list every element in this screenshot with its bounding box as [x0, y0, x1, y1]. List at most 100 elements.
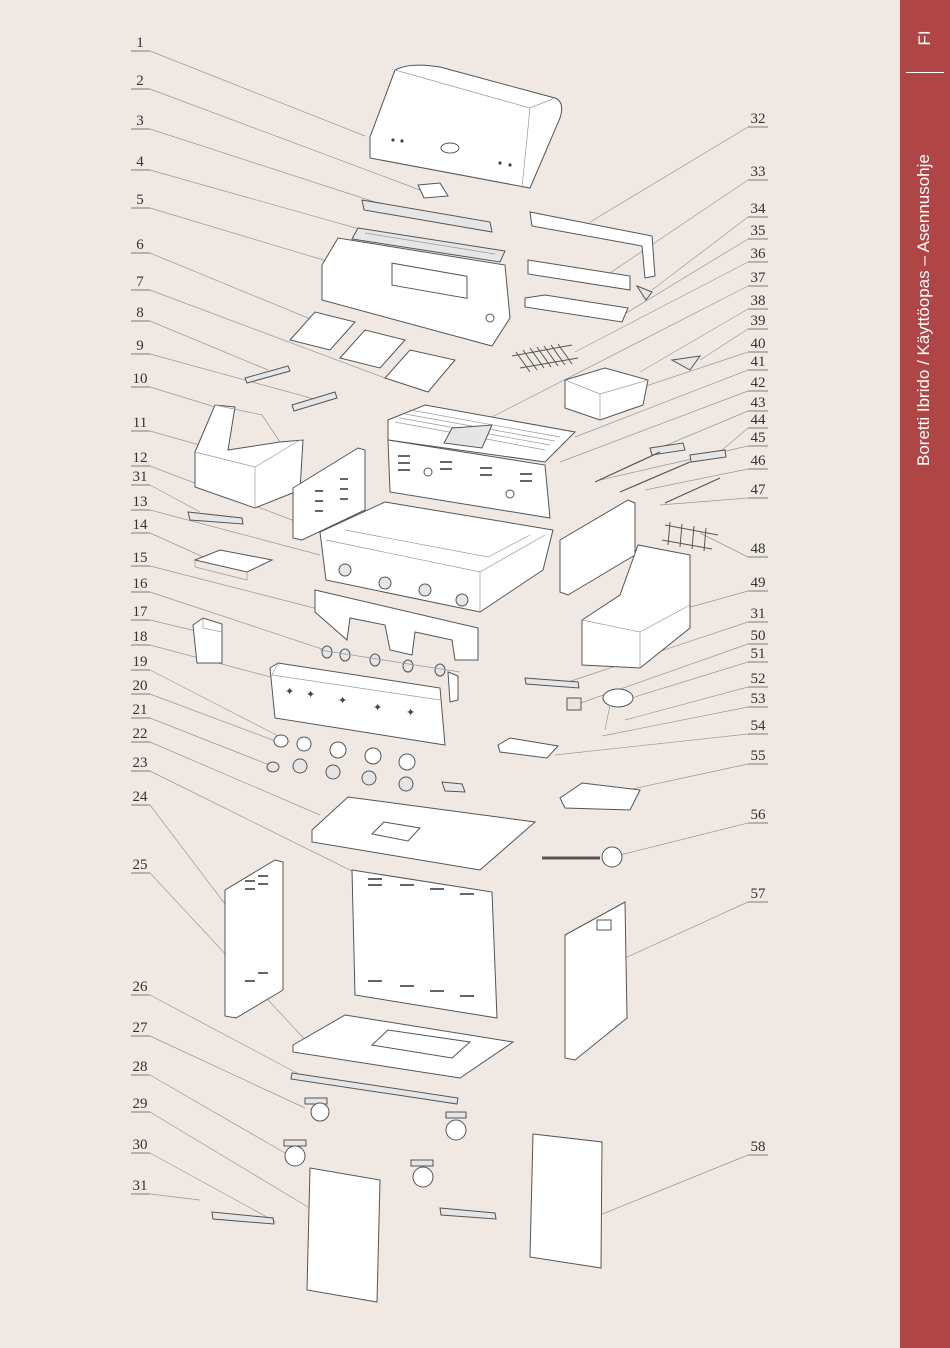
- part-label-43: 43: [751, 395, 766, 411]
- part-label-21: 21: [133, 702, 148, 718]
- part-label-15: 15: [133, 550, 148, 566]
- part-label-25: 25: [133, 857, 148, 873]
- leader-line: [150, 170, 370, 232]
- leader-line: [150, 129, 378, 203]
- leader-line: [150, 1036, 305, 1108]
- svg-text:✦: ✦: [306, 689, 315, 701]
- part-label-4: 4: [136, 154, 144, 170]
- part-label-16: 16: [133, 576, 149, 592]
- grill-parts-drawing: ✦ ✦ ✦ ✦ ✦: [188, 65, 726, 1302]
- leader-line: [150, 592, 325, 650]
- part-label-23: 23: [133, 755, 148, 771]
- part-label-13: 13: [133, 494, 148, 510]
- part-label-17: 17: [133, 604, 149, 620]
- part-label-26: 26: [133, 979, 149, 995]
- leader-line: [150, 718, 272, 766]
- part-label-24: 24: [133, 789, 149, 805]
- part-label-50: 50: [751, 628, 766, 644]
- part-label-29: 29: [133, 1096, 148, 1112]
- part-label-3: 3: [136, 113, 144, 129]
- svg-text:✦: ✦: [373, 702, 382, 714]
- part-label-52: 52: [751, 671, 766, 687]
- leader-line: [150, 694, 278, 742]
- part-label-35: 35: [751, 223, 766, 239]
- part-label-34: 34: [751, 201, 767, 217]
- part-label-27: 27: [133, 1020, 149, 1036]
- leader-line: [150, 620, 200, 632]
- leader-line: [150, 51, 365, 136]
- part-label-38: 38: [751, 293, 766, 309]
- part-label-42: 42: [751, 375, 766, 391]
- part-label-53: 53: [751, 691, 766, 707]
- leader-line: [700, 533, 748, 557]
- part-label-8: 8: [136, 305, 144, 321]
- leader-line: [612, 823, 748, 857]
- svg-text:✦: ✦: [406, 707, 415, 719]
- part-label-2: 2: [136, 73, 144, 89]
- leader-line: [150, 387, 225, 410]
- leader-line: [150, 321, 268, 370]
- part-label-31: 31: [133, 1178, 148, 1194]
- part-label-51: 51: [751, 646, 766, 662]
- language-code: FI: [915, 13, 935, 63]
- exploded-parts-diagram: 1234567891011123113141516171819202122232…: [0, 0, 900, 1348]
- leader-line: [625, 687, 748, 720]
- leader-line: [150, 485, 200, 512]
- leader-line: [590, 127, 748, 222]
- part-label-48: 48: [751, 541, 766, 557]
- leader-line: [150, 1112, 308, 1207]
- leader-line: [150, 253, 325, 325]
- svg-text:✦: ✦: [285, 686, 294, 698]
- part-label-41: 41: [751, 354, 766, 370]
- part-label-31: 31: [751, 606, 766, 622]
- part-label-31: 31: [133, 469, 148, 485]
- part-label-33: 33: [751, 164, 766, 180]
- part-label-19: 19: [133, 654, 148, 670]
- part-label-22: 22: [133, 726, 148, 742]
- part-label-57: 57: [751, 886, 767, 902]
- leader-line: [150, 566, 322, 610]
- leader-line: [150, 1194, 200, 1200]
- leader-line: [150, 208, 330, 262]
- leader-line: [652, 217, 748, 290]
- part-label-36: 36: [751, 246, 767, 262]
- leader-line: [602, 707, 748, 736]
- sidebar-divider: [906, 72, 944, 73]
- leader-line: [150, 354, 318, 400]
- part-label-44: 44: [751, 412, 767, 428]
- part-label-20: 20: [133, 678, 148, 694]
- part-label-5: 5: [136, 192, 144, 208]
- part-label-28: 28: [133, 1059, 148, 1075]
- part-label-37: 37: [751, 270, 767, 286]
- part-label-47: 47: [751, 482, 767, 498]
- leader-line: [700, 329, 748, 360]
- part-label-45: 45: [751, 430, 766, 446]
- leader-line: [150, 533, 210, 560]
- part-label-6: 6: [136, 237, 144, 253]
- part-label-39: 39: [751, 313, 766, 329]
- sidebar-title: Boretti Ibrido / Käyttöopas – Asennusohj…: [914, 154, 934, 466]
- part-label-40: 40: [751, 336, 766, 352]
- leader-line: [618, 239, 748, 318]
- part-label-55: 55: [751, 748, 766, 764]
- leader-line: [150, 670, 290, 742]
- part-label-9: 9: [136, 338, 144, 354]
- part-label-12: 12: [133, 450, 148, 466]
- leader-line: [150, 1075, 285, 1153]
- part-label-11: 11: [133, 415, 147, 431]
- part-label-10: 10: [133, 371, 148, 387]
- part-label-56: 56: [751, 807, 767, 823]
- part-label-14: 14: [133, 517, 149, 533]
- leader-line: [625, 902, 748, 958]
- leader-line: [645, 469, 748, 490]
- part-label-7: 7: [136, 274, 144, 290]
- part-label-18: 18: [133, 629, 148, 645]
- part-label-1: 1: [136, 35, 144, 51]
- part-label-54: 54: [751, 718, 767, 734]
- svg-text:✦: ✦: [338, 695, 347, 707]
- part-label-30: 30: [133, 1137, 148, 1153]
- leader-line: [600, 1155, 748, 1215]
- part-label-49: 49: [751, 575, 766, 591]
- leader-line: [150, 805, 228, 908]
- leader-line: [618, 764, 748, 792]
